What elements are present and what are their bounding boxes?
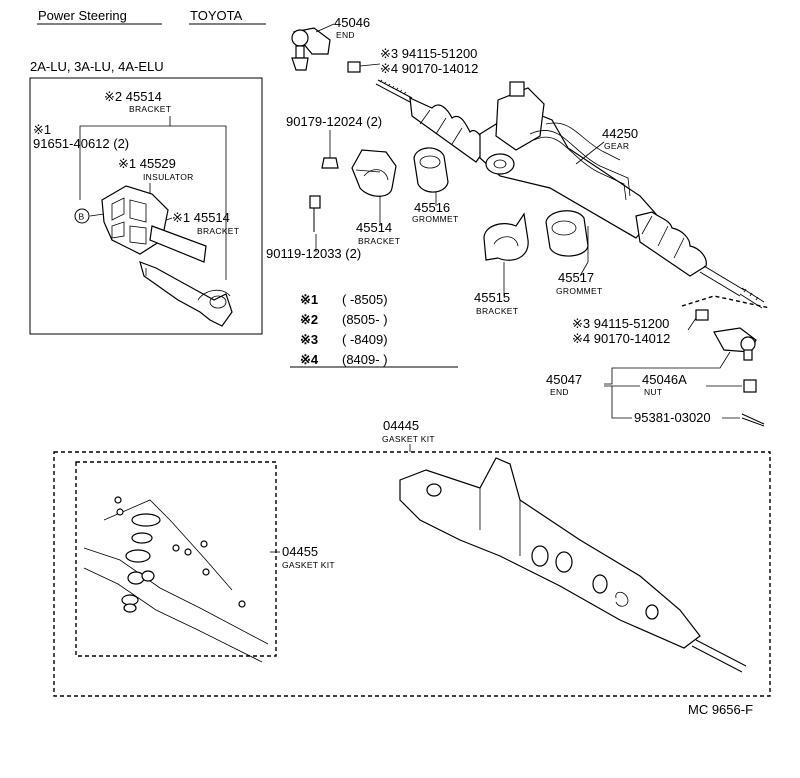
label-s1: ※1	[33, 122, 51, 137]
label-gasket-kit-1: GASKET KIT	[382, 434, 435, 444]
gasket-kit-small-parts-drawing	[83, 496, 269, 663]
legend-mark-3: ※3	[300, 332, 318, 347]
label-45046a: 45046A	[642, 372, 687, 387]
gasket-kit-inner-frame	[75, 461, 277, 657]
bracket-45514-drawing	[351, 149, 397, 197]
grommet-45517-drawing	[545, 210, 589, 257]
leader-45046	[315, 23, 335, 33]
label-90179: 90179-12024 (2)	[286, 114, 382, 129]
tie-rod-end-45047-drawing	[713, 327, 757, 361]
label-45046: 45046	[334, 15, 370, 30]
bolt-90179-drawing	[321, 157, 339, 169]
label-45047: 45047	[546, 372, 582, 387]
section-title: Power Steering	[38, 8, 127, 23]
legend-range-2: (8505- )	[342, 312, 388, 327]
label-04445: 04445	[383, 418, 419, 433]
leader-45047	[604, 351, 731, 385]
legend-mark-2: ※2	[300, 312, 318, 327]
steering-gear-44250-drawing	[375, 79, 765, 309]
brand-title: TOYOTA	[190, 8, 243, 23]
label-45514-s1: ※1 45514	[172, 210, 230, 225]
label-45514: 45514	[356, 220, 392, 235]
catalog-number: MC 9656-F	[688, 702, 753, 717]
label-95381: 95381-03020	[634, 410, 711, 425]
label-bracket-4: BRACKET	[476, 306, 518, 316]
cut-line	[681, 295, 771, 309]
legend-range-1: ( -8505)	[342, 292, 388, 307]
gasket-kit-frame	[53, 451, 771, 697]
label-94115-top: ※3 94115-51200	[380, 46, 477, 61]
label-end-2: END	[550, 387, 569, 397]
label-90170-top: ※4 90170-14012	[380, 61, 478, 76]
inset-frame	[29, 77, 263, 335]
tie-rod-end-45046-drawing	[291, 27, 331, 71]
nut-45046a-drawing	[743, 379, 757, 393]
label-91651: 91651-40612 (2)	[33, 136, 129, 151]
insulator-plate-drawing	[89, 185, 207, 263]
label-bracket-2: BRACKET	[197, 226, 239, 236]
legend: ※1 ( -8505) ※2 (8505- ) ※3 ( -8409) ※4 (…	[290, 292, 458, 368]
label-gear: GEAR	[604, 141, 629, 151]
bracket-inset-drawing	[139, 261, 233, 327]
leader-nut-lower	[687, 317, 697, 331]
label-45514-s2: ※2 45514	[104, 89, 162, 104]
leader-44250	[575, 141, 605, 165]
bolt-90119-drawing	[309, 195, 321, 232]
nut-top-drawing	[347, 61, 361, 73]
legend-mark-1: ※1	[300, 292, 318, 307]
label-94115-low: ※3 94115-51200	[572, 316, 669, 331]
label-90170-low: ※4 90170-14012	[572, 331, 670, 346]
leader-91651	[79, 116, 171, 200]
circle-b-marker	[74, 208, 90, 224]
nut-lower-drawing	[695, 309, 709, 321]
label-04455: 04455	[282, 544, 318, 559]
label-44250: 44250	[602, 126, 638, 141]
label-nut: NUT	[644, 387, 662, 397]
leader-nut-top	[359, 63, 381, 67]
label-90119: 90119-12033 (2)	[266, 246, 361, 261]
leader-45514-s2	[170, 125, 227, 280]
cotter-pin-drawing	[741, 413, 765, 427]
gasket-kit-rack-drawing	[399, 457, 747, 673]
label-gasket-kit-2: GASKET KIT	[282, 560, 335, 570]
label-45515: 45515	[474, 290, 510, 305]
legend-range-3: ( -8409)	[342, 332, 388, 347]
label-bracket-1: BRACKET	[129, 104, 171, 114]
inset-title: 2A-LU, 3A-LU, 4A-ELU	[30, 59, 164, 74]
label-end-1: END	[336, 30, 355, 40]
label-grommet-2: GROMMET	[556, 286, 602, 296]
grommet-45516-drawing	[413, 147, 449, 193]
leader-95381	[611, 386, 632, 419]
legend-mark-4: ※4	[300, 352, 319, 367]
label-45516: 45516	[414, 200, 450, 215]
label-insulator: INSULATOR	[143, 172, 194, 182]
label-grommet-1: GROMMET	[412, 214, 458, 224]
leader-45517	[579, 226, 589, 277]
label-bracket-3: BRACKET	[358, 236, 400, 246]
label-45517: 45517	[558, 270, 594, 285]
legend-range-4: (8409- )	[342, 352, 388, 367]
label-45529: ※1 45529	[118, 156, 176, 171]
bracket-45515-drawing	[483, 212, 529, 261]
circle-b-letter: B	[79, 212, 85, 222]
